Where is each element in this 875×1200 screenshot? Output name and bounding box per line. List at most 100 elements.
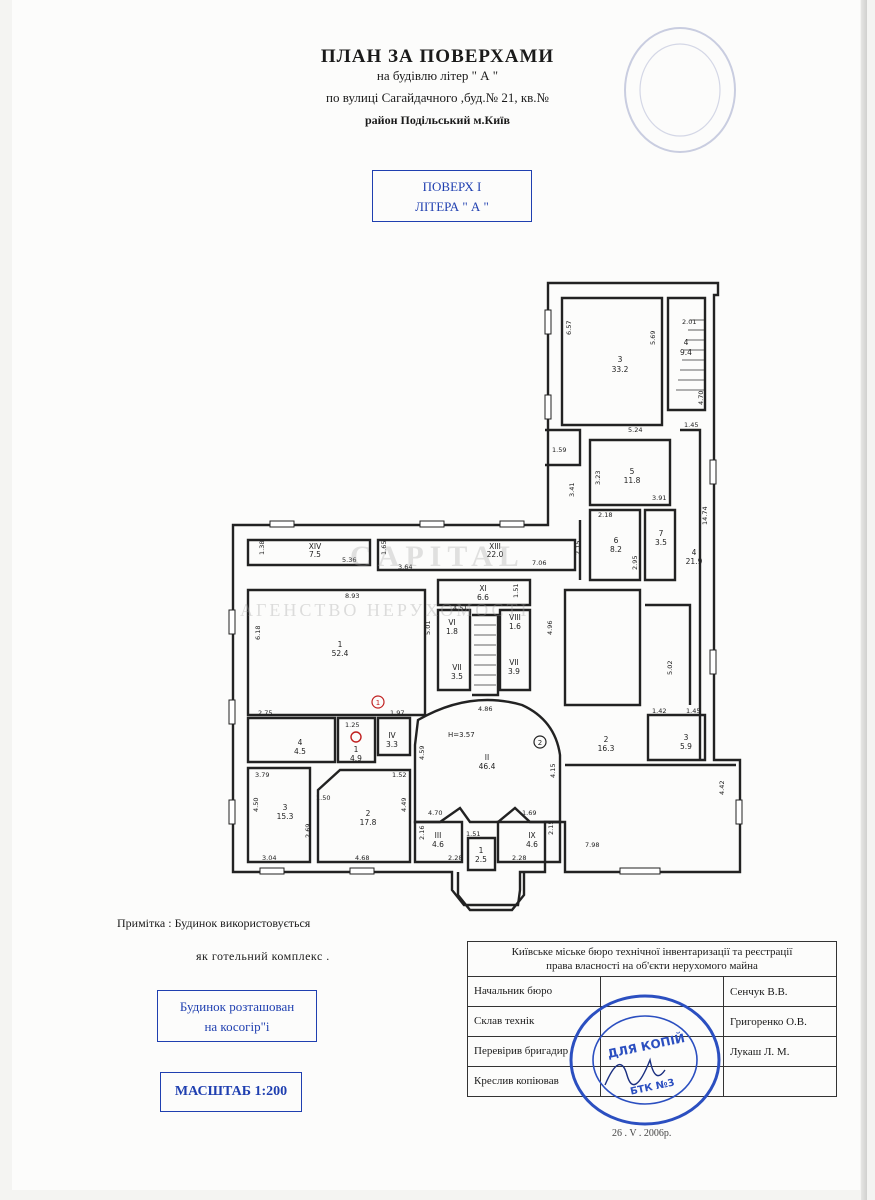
note-line-2: як готельний комплекс .: [196, 949, 330, 963]
room-area: 3.9: [508, 667, 520, 676]
dimension: 1.25: [345, 721, 359, 729]
room-label: 2: [604, 735, 609, 744]
room-label: 4: [684, 338, 689, 347]
room-label: 3: [684, 733, 689, 742]
dimension: 3.91: [652, 494, 666, 502]
dimension: 2.28: [512, 854, 526, 862]
page-title: ПЛАН ЗА ПОВЕРХАМИ: [320, 46, 555, 67]
room-area: 5.9: [680, 742, 692, 751]
dimension: 3.04: [262, 854, 276, 862]
dimension: 1.38: [258, 541, 266, 555]
room-label: VIII: [509, 613, 521, 622]
address-line: по вулиці Сагайдачного ,буд.№ 21, кв.№: [326, 90, 549, 105]
room-area: 1.6: [509, 622, 521, 631]
room-label: 5: [630, 467, 635, 476]
room-area: 3.5: [655, 538, 667, 547]
dimension: 2.28: [448, 854, 462, 862]
official-seal-icon: ДЛЯ КОПІЙ БТК №3: [569, 994, 721, 1126]
ceiling-height: H=3.57: [448, 731, 475, 739]
dimension: 5.24: [628, 426, 642, 434]
room-area: 2.5: [475, 855, 487, 864]
dimension: 4.68: [355, 854, 369, 862]
dimension: 5.02: [666, 661, 674, 675]
faded-seal-icon: [624, 27, 736, 153]
dimension: 1.45: [686, 707, 700, 715]
section-marker-icon: [371, 695, 385, 709]
room-area: 46.4: [479, 762, 496, 771]
room-area: 4.5: [294, 747, 306, 756]
room-label: II: [485, 753, 489, 762]
dimension: 2.15: [574, 541, 582, 555]
dimension: 6.57: [565, 321, 573, 335]
slope-note-line-2: на косогір"і: [204, 1019, 270, 1034]
dimension: 1.51: [512, 584, 520, 598]
signature-cell: [600, 976, 724, 1007]
dimension: 5.36: [342, 556, 356, 564]
dimension: 1.59: [552, 446, 566, 454]
room-area: 22.0: [487, 550, 504, 559]
dimension: 4.51: [453, 604, 467, 612]
room-label: VII: [509, 658, 519, 667]
room-area: 1.8: [446, 627, 458, 636]
building-letter: на будівлю літер " А ": [376, 68, 499, 83]
room-area: 16.3: [598, 744, 615, 753]
room-label: 1: [479, 846, 484, 855]
organization-line-1: Київське міське бюро технічної інвентари…: [511, 946, 793, 958]
dimension: 2.69: [304, 824, 312, 838]
room-label: 1: [338, 640, 343, 649]
organization-line-2: права власності на об'єкти нерухомого ма…: [546, 960, 758, 972]
svg-text:БТК №3: БТК №3: [629, 1077, 675, 1097]
dimension: 6.18: [254, 626, 262, 640]
table-row: Перевірив бригадир Лукаш Л. М.: [467, 1036, 837, 1067]
dimension: 1.65: [380, 541, 388, 555]
floor-label-box: ПОВЕРХ І ЛІТЕРА " А ": [372, 170, 532, 222]
dimension: 7.06: [532, 559, 546, 567]
dimension: 2.15: [547, 821, 555, 835]
name-cell: Лукаш Л. М.: [723, 1036, 837, 1067]
district-line: район Подільський м.Київ: [365, 113, 510, 127]
watermark-brand: CAPITAL: [350, 540, 525, 573]
dimension: 4.70: [428, 809, 442, 817]
svg-text:ДЛЯ КОПІЙ: ДЛЯ КОПІЙ: [606, 1030, 686, 1061]
slope-note-box: Будинок розташован на косогір"і: [157, 990, 317, 1042]
document-date: 26 . V . 2006р.: [612, 1128, 672, 1139]
dimension: 1.52: [392, 771, 406, 779]
room-label: 3: [283, 803, 288, 812]
room-label: III: [435, 831, 442, 840]
dimension: 1.51: [466, 830, 480, 838]
section-marker-label: 1: [376, 699, 380, 707]
dimension: 4.49: [400, 798, 408, 812]
section-marker-icon: [533, 735, 547, 749]
room-area: 6.6: [477, 593, 489, 602]
room-area: 4.6: [526, 840, 538, 849]
dimension: 2.95: [631, 556, 639, 570]
dimension: 4.15: [549, 764, 557, 778]
room-area: 17.8: [360, 818, 377, 827]
toilet-marker-icon: [350, 731, 362, 743]
room-label: 2: [366, 809, 371, 818]
name-cell: [723, 1066, 837, 1097]
signature-cell: [600, 1036, 724, 1067]
role-cell: Креслив копіював: [467, 1066, 601, 1097]
dimension: 1.69: [522, 809, 536, 817]
dimension: 5.01: [424, 621, 432, 635]
slope-note-line-1: Будинок розташован: [179, 999, 295, 1014]
room-area: 4.6: [432, 840, 444, 849]
floor-plan: 3 33.2 4 9.4 5 11.8 6 8.2 7 3.5 4 21.9 X…: [228, 281, 743, 912]
room-label: 3: [618, 355, 623, 364]
room-area: 52.4: [332, 649, 349, 658]
watermark-text: АГЕНСТВО НЕРУХОМОСТІ: [240, 600, 530, 620]
dimension: 4.42: [718, 781, 726, 795]
organization-cell: Київське міське бюро технічної інвентари…: [467, 941, 837, 977]
section-marker-label: 2: [538, 739, 542, 747]
room-area: 4.9: [350, 754, 362, 763]
dimension: 8.93: [345, 592, 359, 600]
dimension: 4.86: [478, 705, 492, 713]
dimension: 5.69: [649, 331, 657, 345]
room-area: 21.9: [686, 557, 703, 566]
room-area: 3.5: [451, 672, 463, 681]
signature-cell: [600, 1066, 724, 1097]
dimension: 4.70: [697, 391, 705, 405]
room-area: 9.4: [680, 348, 692, 357]
room-label: IX: [528, 831, 535, 840]
